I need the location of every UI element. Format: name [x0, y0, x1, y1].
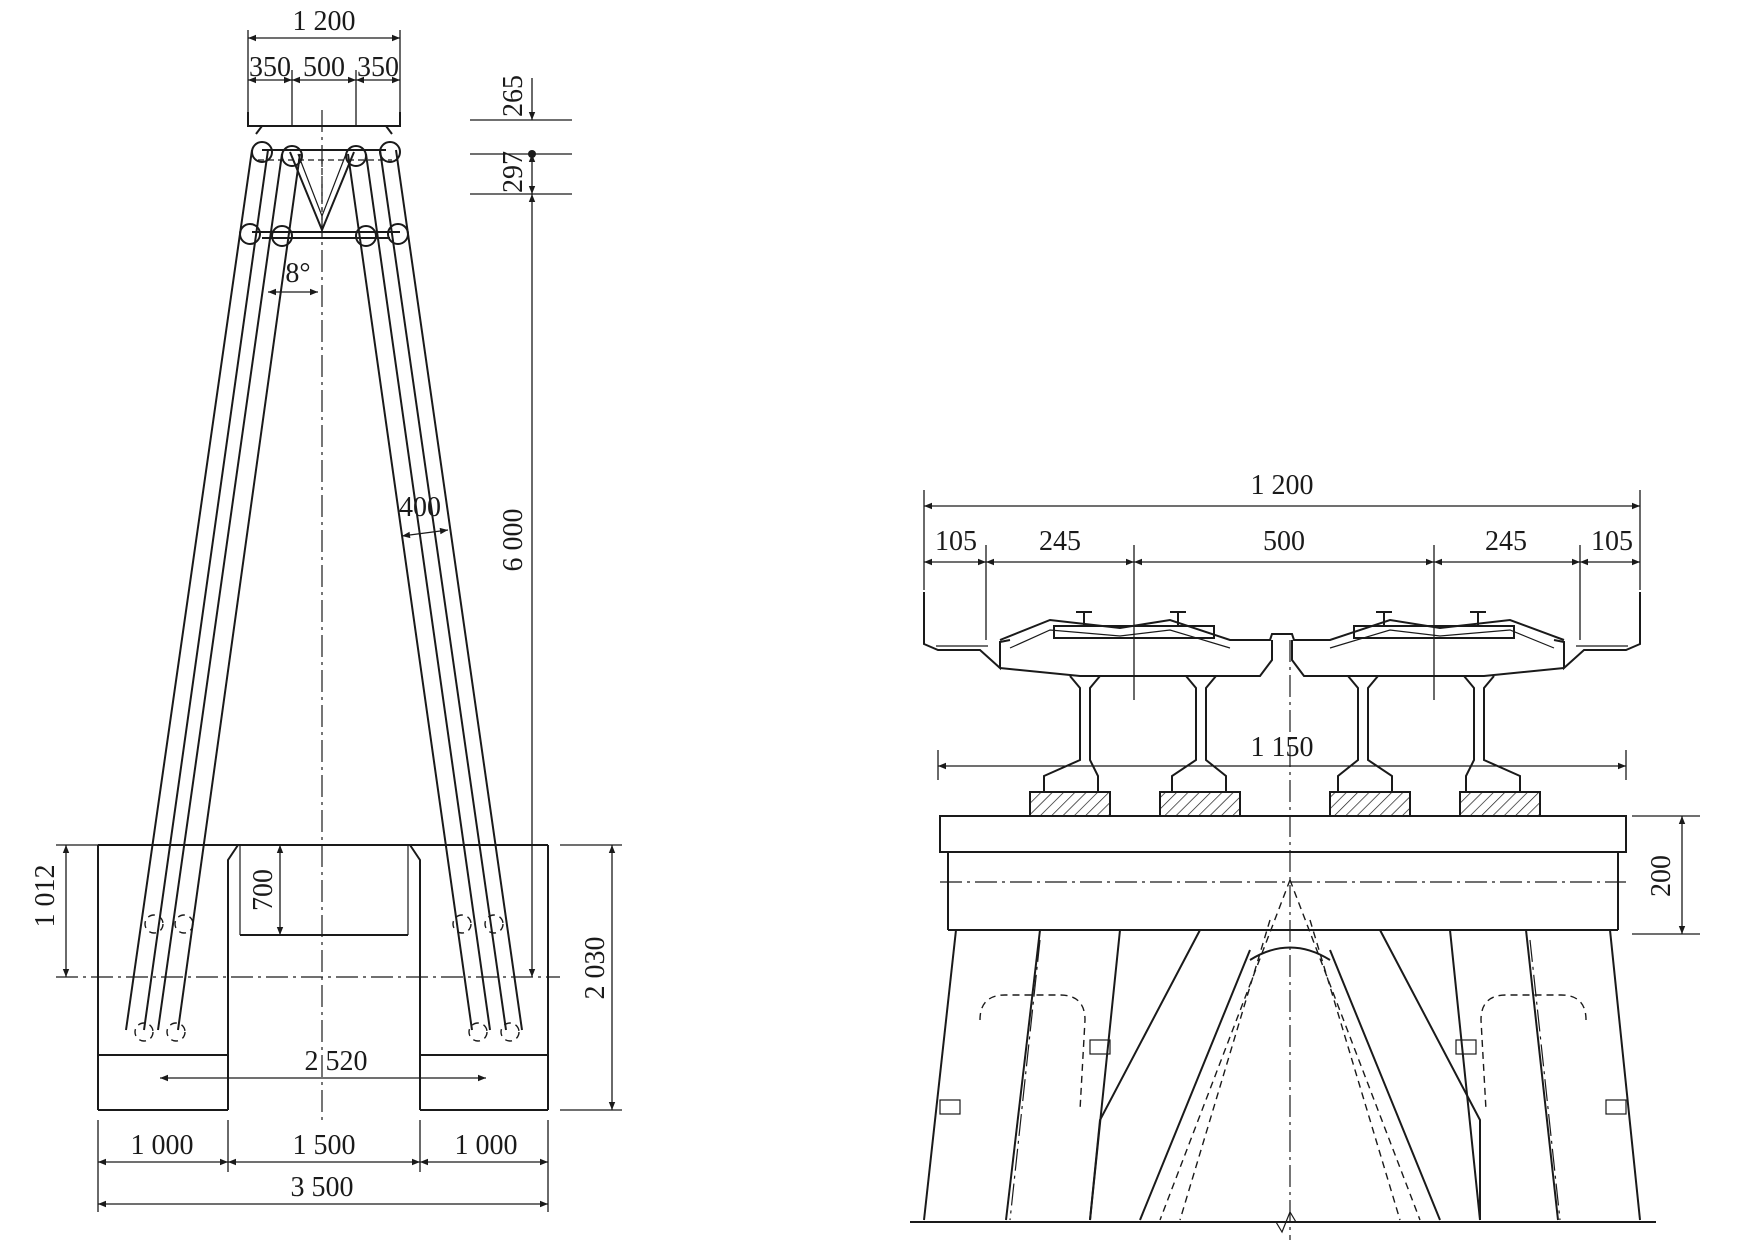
dim-left-bottom-seg-1: 1 000 [131, 1130, 194, 1161]
dim-left-297: 297 [498, 151, 529, 193]
dim-left-bottom-seg-3: 1 000 [455, 1130, 518, 1161]
right-top-dimensions: 1 200 105 245 500 245 105 [923, 470, 1641, 700]
bearing-pads [1029, 791, 1541, 817]
dim-left-700: 700 [248, 869, 279, 911]
base-foundation [56, 844, 560, 1111]
dim-right-1150: 1 150 [1251, 732, 1314, 763]
dim-right-seg-2: 245 [1039, 526, 1081, 557]
pier-frame [910, 879, 1656, 1234]
top-cap [239, 112, 409, 247]
left-angle-dimension: 8° 400 [268, 258, 449, 539]
dim-left-angle: 8° [285, 258, 310, 289]
inclined-legs [125, 149, 523, 1042]
left-top-dimensions: 1 200 350 500 350 [247, 6, 401, 126]
right-bearing-span-dimension: 1 150 [937, 732, 1627, 780]
dim-left-2030: 2 030 [580, 937, 611, 1000]
left-bottom-dimensions: 2 520 1 000 1 500 1 000 3 500 [97, 1046, 549, 1212]
dim-right-top-width: 1 200 [1251, 470, 1314, 501]
dim-left-bottom-seg-2: 1 500 [293, 1130, 356, 1161]
dim-left-top-seg-1: 350 [249, 52, 291, 83]
dim-right-seg-3: 500 [1263, 526, 1305, 557]
dim-left-top-seg-3: 350 [357, 52, 399, 83]
right-cap-height-dimension: 200 [1632, 815, 1700, 935]
left-right-height-dimensions: 265 297 6 000 [470, 75, 572, 977]
pier-cap [939, 815, 1627, 931]
dim-left-2520: 2 520 [305, 1046, 368, 1077]
dim-left-1012: 1 012 [30, 865, 61, 928]
dim-right-seg-1: 105 [935, 526, 977, 557]
dim-right-200: 200 [1646, 855, 1677, 897]
dim-left-total-width: 3 500 [291, 1172, 354, 1203]
dim-right-seg-5: 105 [1591, 526, 1633, 557]
left-base-height-dimensions: 1 012 700 2 030 [30, 844, 622, 1111]
right-cross-section-view: 1 200 105 245 500 245 105 1 150 [910, 470, 1700, 1240]
left-pier-view: 1 200 350 500 350 265 297 6 000 8° [30, 6, 622, 1212]
dim-right-seg-4: 245 [1485, 526, 1527, 557]
dim-left-leg-width: 400 [399, 492, 441, 523]
dim-left-265: 265 [498, 75, 529, 117]
deck-section [923, 592, 1641, 677]
dim-left-top-width: 1 200 [293, 6, 356, 37]
dim-left-top-seg-2: 500 [303, 52, 345, 83]
dim-left-6000: 6 000 [498, 509, 529, 572]
